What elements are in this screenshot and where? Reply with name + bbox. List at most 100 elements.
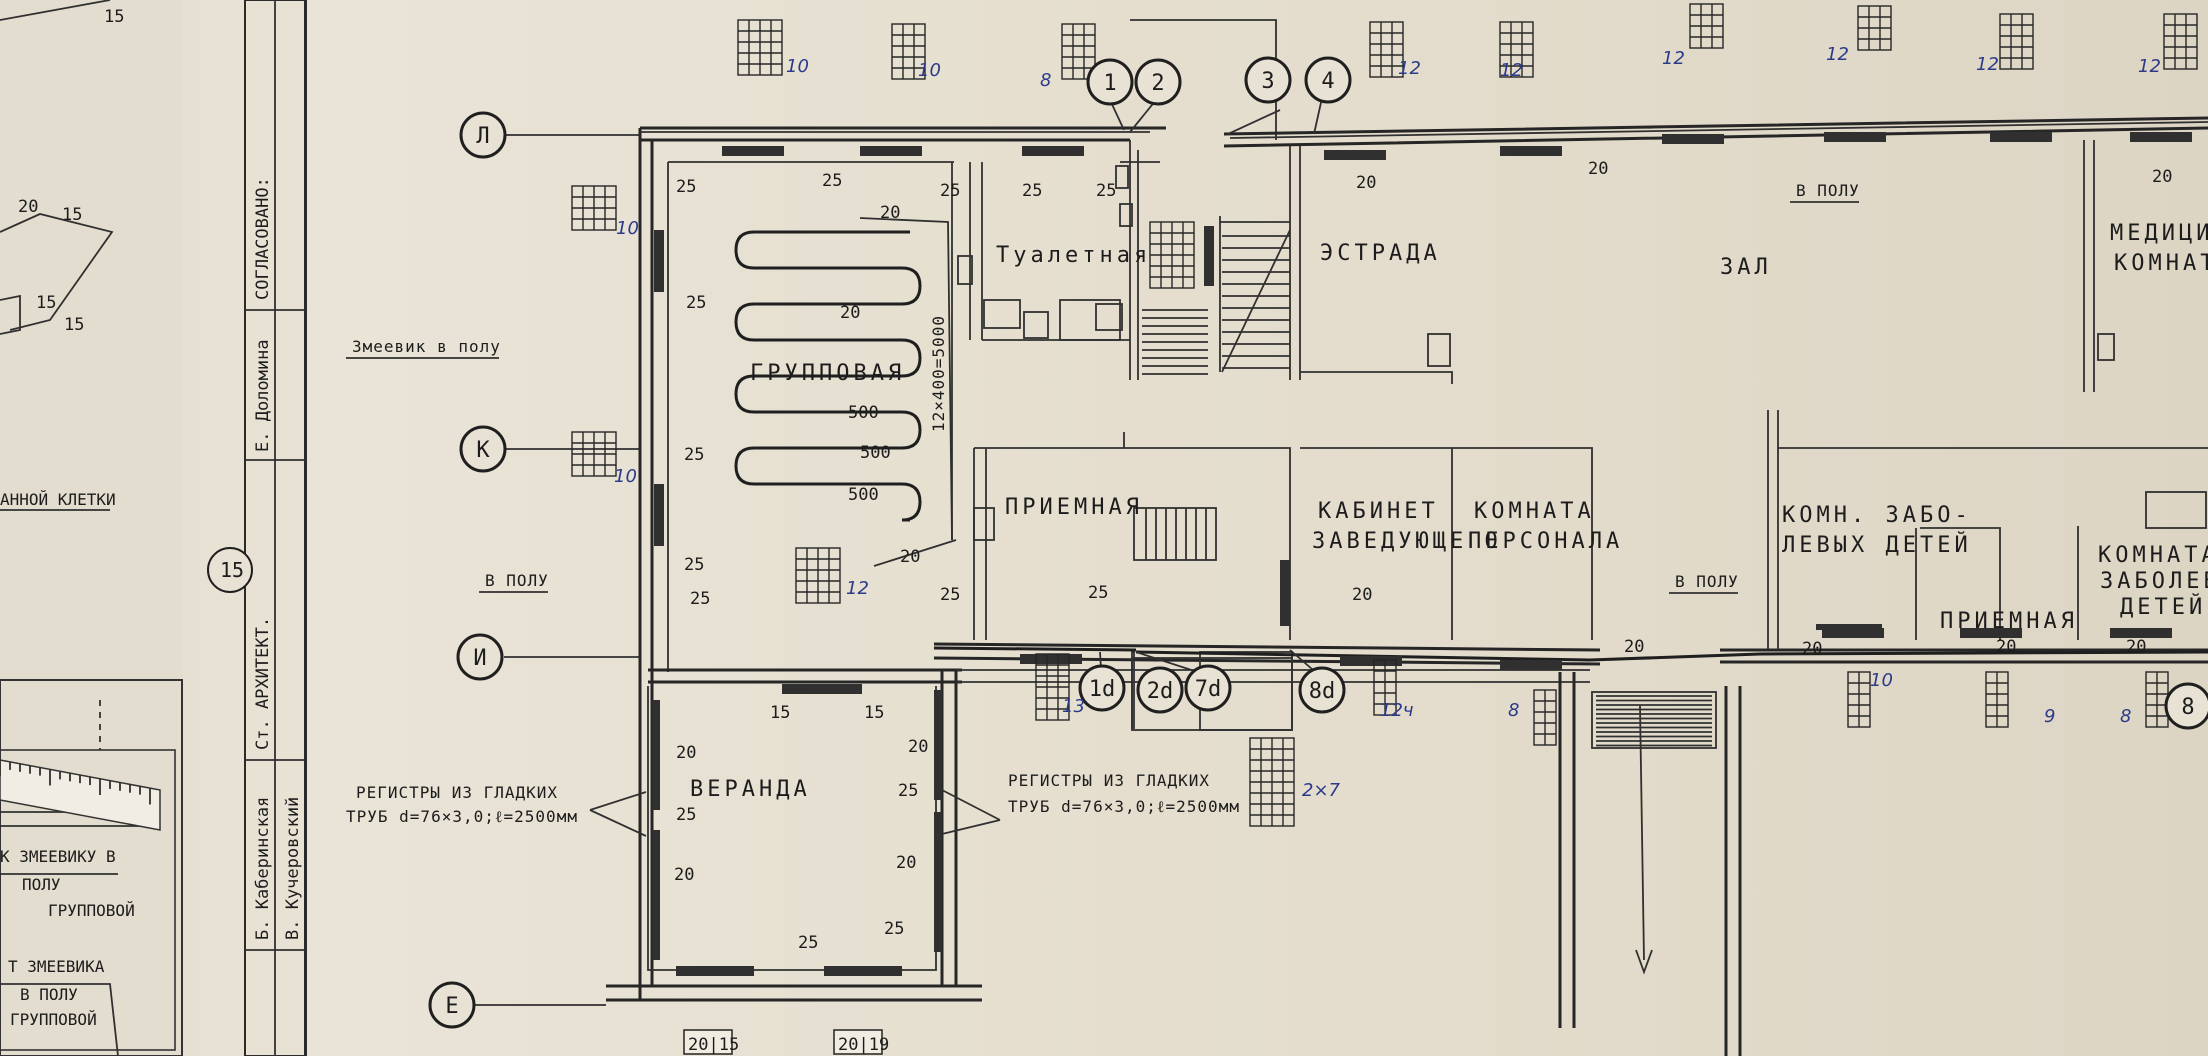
axis-letter: Л xyxy=(476,124,489,149)
room-label-cab2: ЗАВЕДУЮЩЕГО xyxy=(1312,529,1502,554)
dimension-label: 20 xyxy=(840,303,860,323)
riser-circle xyxy=(1134,58,1182,106)
dimension-label: 25 xyxy=(822,171,842,191)
stair-flight xyxy=(1220,221,1291,373)
dimension-label: 20 xyxy=(676,743,696,763)
dimension-label: 20 xyxy=(674,865,694,885)
dimension-label: 25 xyxy=(1088,583,1108,603)
dimension-label: 25 xyxy=(898,781,918,801)
note-reg2a: РЕГИСТРЫ ИЗ ГЛАДКИХ xyxy=(1008,771,1210,790)
handwritten-number: 12 xyxy=(1976,54,1999,75)
dimension-label: 20 xyxy=(1802,639,1822,659)
handwritten-number: 12ч xyxy=(1380,700,1414,721)
handwritten-number: 12 xyxy=(1398,58,1421,79)
handwritten-number: 12 xyxy=(1662,48,1685,69)
note-reg1b: ТРУБ d=76×3,0;ℓ=2500мм xyxy=(346,807,578,826)
handwritten-number: 10 xyxy=(616,218,639,239)
room-label-hall: ЗАЛ xyxy=(1720,255,1772,280)
axis-circle xyxy=(456,633,504,681)
riser-circle xyxy=(2164,682,2208,730)
title-block xyxy=(207,0,307,1056)
note-infloor1: В ПОЛУ xyxy=(485,571,549,590)
left-note-from1: Т ЗМЕЕВИКА xyxy=(8,957,105,976)
left-dim: 15 xyxy=(36,293,56,313)
room-label-cab1: КАБИНЕТ xyxy=(1318,499,1439,524)
stamp-box xyxy=(683,1029,733,1055)
riser-circle xyxy=(1298,666,1346,714)
stamp-label: 20|15 xyxy=(688,1035,739,1055)
signature-kucherovsky: В. Кучеровский xyxy=(283,797,303,940)
handwritten-number: 10 xyxy=(1870,670,1893,691)
axis-letter: И xyxy=(473,646,486,671)
dimension-label: 20 xyxy=(1588,159,1608,179)
riser-label: 2 xyxy=(1151,71,1164,96)
riser-label: 1d xyxy=(1089,677,1116,702)
room-label-toilet: Туалетная xyxy=(996,243,1151,268)
riser-label: 4 xyxy=(1321,69,1334,94)
architect-label: Ст. АРХИТЕКТ. xyxy=(253,617,273,750)
stair-flight xyxy=(1133,507,1217,561)
signature-kaberinskaya: Б. Каберинская xyxy=(253,797,273,940)
title-block-texts: СОГЛАСОВАНО: Е. Доломина Б. Каберинская … xyxy=(220,177,303,940)
riser-table xyxy=(1369,21,1404,78)
riser-table xyxy=(1499,21,1534,78)
dimension-label: 20 xyxy=(900,547,920,567)
dimension-label: 25 xyxy=(686,293,706,313)
note-reg1a: РЕГИСТРЫ ИЗ ГЛАДКИХ xyxy=(356,783,558,802)
room-label-staff1: КОМНАТА xyxy=(1474,499,1595,524)
handwritten-number: 8 xyxy=(1508,700,1519,721)
dimension-label: 25 xyxy=(690,589,710,609)
handwritten-number: 12 xyxy=(1500,60,1523,81)
dimension-label: 500 xyxy=(848,485,879,505)
dimension-label: 25 xyxy=(940,585,960,605)
riser-label: 1 xyxy=(1103,71,1116,96)
dimension-label: 20 xyxy=(1624,637,1644,657)
riser-table xyxy=(1061,23,1096,80)
left-dim: 20 xyxy=(18,197,38,217)
room-label-veranda: ВЕРАНДА xyxy=(690,777,811,802)
left-note-net: АННОЙ КЛЕТКИ xyxy=(0,490,116,509)
handwritten-number: 10 xyxy=(786,56,809,77)
handwritten-number: 10 xyxy=(614,466,637,487)
room-label-group: ГРУППОВАЯ xyxy=(750,361,905,386)
note-infloor2: В ПОЛУ xyxy=(1675,572,1739,591)
note-span: 12×400=5000 xyxy=(929,315,948,432)
dimension-label: 25 xyxy=(1022,181,1042,201)
stamp-label: 20|19 xyxy=(838,1035,889,1055)
room-label-staff2: ПЕРСОНАЛА xyxy=(1468,529,1623,554)
riser-label: 3 xyxy=(1261,69,1274,94)
dimension-label: 25 xyxy=(798,933,818,953)
axis-circle xyxy=(459,111,507,159)
dimension-label: 20 xyxy=(1356,173,1376,193)
room-label-reception: ПРИЕМНАЯ xyxy=(1005,495,1143,520)
riser-circle xyxy=(1078,664,1126,712)
ruler-body xyxy=(0,759,161,831)
room-label-med2: КОМНАТА xyxy=(2114,251,2208,276)
riser-circle xyxy=(1304,56,1352,104)
handwritten-number: 8 xyxy=(1040,70,1051,91)
dimension-label: 500 xyxy=(860,443,891,463)
room-label-sick4: ЗАБОЛЕВШИХ xyxy=(2100,569,2208,594)
handwritten-number: 12 xyxy=(1826,44,1849,65)
dimension-label: 20 xyxy=(896,853,916,873)
dimension-label: 20 xyxy=(1352,585,1372,605)
dimension-label: 20 xyxy=(2126,637,2146,657)
left-note-from3: ГРУППОВОЙ xyxy=(10,1010,97,1029)
handwritten-number: 10 xyxy=(918,60,941,81)
riser-label: 8 xyxy=(2181,695,2194,720)
agreed-label: СОГЛАСОВАНО: xyxy=(253,177,273,300)
dimension-label: 25 xyxy=(684,445,704,465)
stamps: 20|15 20|19 xyxy=(683,1029,889,1055)
handwritten-number: 8 xyxy=(2120,706,2131,727)
sheet-number: 15 xyxy=(220,558,244,582)
dimension-label: 25 xyxy=(676,177,696,197)
scale-ruler xyxy=(0,759,161,831)
